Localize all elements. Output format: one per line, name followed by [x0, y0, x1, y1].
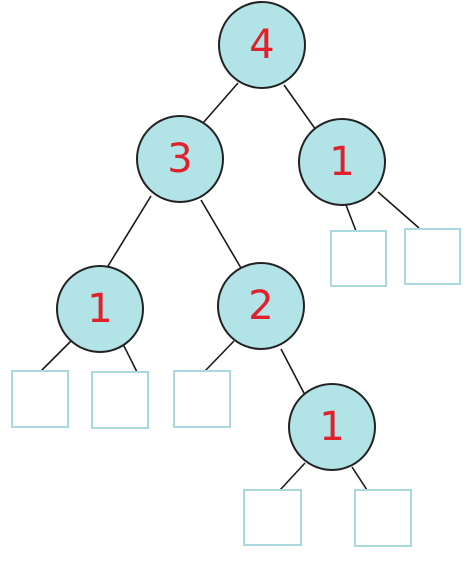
- edge-1-right-to-leaf-right: [377, 191, 420, 229]
- tree-node-1-right: 1: [298, 118, 386, 206]
- tree-node-1-bottom: 1: [288, 383, 376, 471]
- edge-1-left-to-leaf-left: [40, 339, 73, 372]
- edge-1-right-to-leaf-left: [345, 204, 357, 232]
- edge-3-to-1: [107, 195, 152, 267]
- empty-leaf-box: [243, 489, 302, 546]
- tree-edges: [40, 82, 420, 491]
- tree-node-2: 2: [217, 262, 305, 350]
- edge-3-to-2: [200, 199, 242, 269]
- empty-leaf-box: [404, 228, 461, 285]
- tree-node-3: 3: [136, 115, 224, 203]
- node-label: 4: [249, 22, 274, 68]
- tree-node-1-left: 1: [56, 265, 144, 353]
- edge-4-to-1: [283, 84, 317, 131]
- edge-2-to-1-bottom: [280, 348, 306, 396]
- node-label: 2: [248, 283, 273, 329]
- node-label: 1: [87, 286, 112, 332]
- node-label: 3: [167, 136, 192, 182]
- edge-1-bottom-to-leaf-left: [279, 462, 306, 491]
- node-label: 1: [319, 404, 344, 450]
- empty-leaf-box: [173, 370, 231, 428]
- edge-2-to-leaf: [204, 340, 235, 372]
- edge-1-bottom-to-leaf-right: [351, 466, 368, 491]
- empty-leaves: [11, 228, 461, 547]
- node-label: 1: [329, 139, 354, 185]
- empty-leaf-box: [354, 489, 412, 547]
- empty-leaf-box: [91, 371, 149, 429]
- edge-1-left-to-leaf-right: [122, 343, 138, 373]
- empty-leaf-box: [11, 370, 69, 428]
- tree-node-root: 4: [218, 1, 306, 89]
- edge-4-to-3: [202, 82, 239, 124]
- empty-leaf-box: [330, 230, 387, 287]
